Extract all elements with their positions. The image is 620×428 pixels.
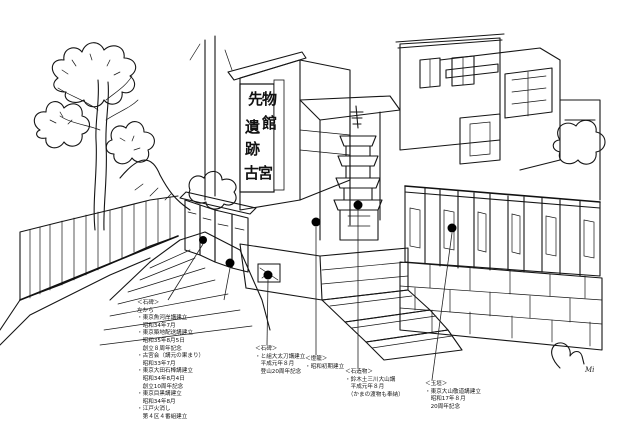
- label-line: 20周年記念: [425, 403, 461, 410]
- marker-dot: [353, 200, 363, 210]
- marker-dot: [199, 236, 207, 244]
- sign-char: 物: [262, 90, 277, 108]
- stone-path: [99, 231, 271, 346]
- tree-left: [33, 42, 155, 231]
- label-line: 創立８周年記念: [137, 345, 182, 352]
- label-line: 創立10周年記念: [137, 383, 184, 390]
- label-line: ・古宮会（講元の果まり）: [137, 353, 205, 360]
- label-line: ・昭和初期建立: [305, 363, 345, 370]
- marker-dot: [447, 223, 457, 233]
- signature: Mi: [584, 366, 594, 374]
- label-line: ＜燈籠＞: [305, 356, 328, 362]
- label-line: 昭和34年8月4日: [137, 375, 185, 382]
- label-line: 平成元年８月: [255, 361, 295, 368]
- stone-block-wall: [399, 261, 603, 351]
- left-fence: [0, 195, 179, 346]
- label-line: 左から: [137, 307, 154, 314]
- label-center-lantern: ＜燈籠＞ ・昭和初期建立: [305, 356, 344, 371]
- label-line: 第４区４番組建立: [137, 413, 188, 420]
- sign-char: 古: [244, 164, 259, 182]
- signature-mark: [551, 342, 585, 369]
- label-line: 昭和34年7月: [137, 322, 176, 329]
- label-line: ・東京大田石棒講建立: [137, 368, 193, 375]
- sign-char: 跡: [245, 140, 260, 158]
- label-line: ・江戸火消し: [137, 406, 171, 413]
- label-line: 昭和33年7月: [137, 360, 176, 367]
- label-line: ・東京大山敬道講建立: [425, 388, 481, 395]
- label-line: （かまの渡物も奉納）: [345, 391, 404, 398]
- label-right-balustrade: ＜玉垣＞ ・東京大山敬道講建立 昭和17年８月 20周年記念: [425, 381, 481, 411]
- sign-char: 宮: [258, 164, 273, 182]
- marker-dot: [263, 270, 273, 280]
- label-line: ・東京目黒講建立: [137, 391, 182, 398]
- label-line: 平成元年８月: [345, 384, 385, 391]
- stone-steps: [321, 289, 463, 361]
- label-line: 昭和35年8月5日: [137, 337, 185, 344]
- label-line: ＜石碑＞: [255, 346, 278, 352]
- label-left-stone-monuments: ＜石碑＞ 左から ・東京魚河岸講建立 昭和34年7月 ・東京築地配送講建立 昭和…: [137, 300, 204, 422]
- central-building: [189, 35, 401, 241]
- label-line: 昭和17年８月: [425, 396, 466, 403]
- sign-char: 遺: [244, 118, 261, 136]
- label-line: ・と組大太刀講建立: [255, 353, 306, 360]
- label-line: ＜石碑＞: [137, 300, 160, 306]
- signboard: [239, 79, 285, 193]
- hillside: [119, 159, 191, 211]
- label-line: ＜石造物＞: [345, 369, 373, 375]
- label-line: 登山20周年記念: [255, 368, 302, 375]
- stone-pagoda: [333, 105, 383, 241]
- leader-lines: [167, 210, 453, 381]
- label-center-left-stone-monument: ＜石碑＞ ・と組大太刀講建立 平成元年８月 登山20周年記念: [255, 346, 305, 376]
- label-line: ・東京築地配送講建立: [137, 330, 193, 337]
- label-line: ＜玉垣＞: [425, 381, 448, 387]
- right-buildings: [395, 33, 601, 201]
- shrub: [188, 170, 237, 210]
- label-line: ・鈴木土三川大山講: [345, 376, 396, 383]
- marker-dot: [225, 258, 235, 268]
- label-center-right-stone-object: ＜石造物＞ ・鈴木土三川大山講 平成元年８月 （かまの渡物も奉納）: [345, 369, 404, 399]
- marker-dot: [311, 217, 321, 227]
- stone-balustrade: [404, 185, 601, 277]
- label-line: ・東京魚河岸講建立: [137, 315, 188, 322]
- label-line: 昭和34年8月: [137, 398, 176, 405]
- tree-right: [552, 119, 606, 165]
- sign-char: 館: [261, 114, 277, 132]
- sign-char: 先: [248, 90, 263, 108]
